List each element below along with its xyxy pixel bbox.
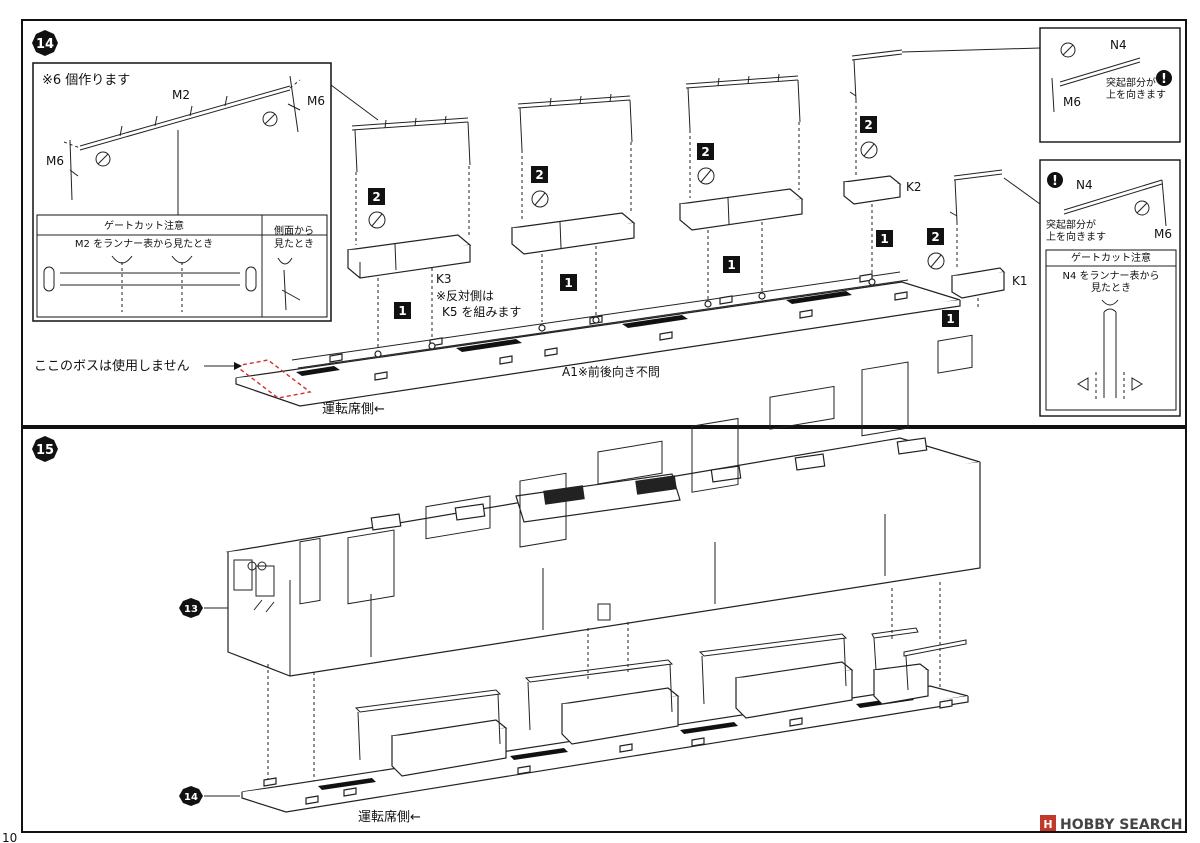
car-body	[225, 334, 981, 677]
reverse-note-1: ※反対側は	[436, 289, 494, 303]
n4-top-label: N4	[1110, 38, 1127, 52]
svg-text:1: 1	[564, 276, 572, 290]
svg-text:13: 13	[184, 604, 198, 615]
step15-badge: 15	[32, 436, 58, 462]
sub-step-1-d: 1	[876, 230, 893, 247]
step15-frame	[21, 427, 1187, 833]
label-m2: M2	[172, 88, 190, 102]
side-view-2: 見たとき	[274, 238, 314, 250]
a1-note: A1※前後向き不問	[562, 364, 660, 379]
ref-13: 13	[179, 598, 228, 618]
watermark: H HOBBY SEARCH	[1040, 815, 1182, 833]
svg-text:1: 1	[880, 232, 888, 246]
svg-text:2: 2	[535, 168, 543, 182]
reverse-note-2: K5 を組みます	[442, 305, 521, 319]
handrail-k2	[849, 47, 1041, 178]
handrail-middle	[517, 93, 633, 222]
handrail-k1	[949, 169, 1041, 268]
driver-side-14: 運転席側←	[322, 401, 385, 417]
sub-step-1-c: 1	[723, 256, 740, 273]
page-number: 10	[2, 831, 17, 843]
sub-step-1-a: 1	[394, 302, 411, 319]
seat-k2	[842, 175, 902, 280]
sub-step-1-e: 1	[942, 310, 959, 327]
svg-text:14: 14	[184, 792, 198, 803]
n4-gatecut-desc-2: 見たとき	[1091, 282, 1131, 294]
handrail-right	[685, 73, 801, 198]
svg-text:15: 15	[36, 443, 54, 458]
svg-text:H: H	[1043, 818, 1052, 831]
label-m6-right: M6	[307, 94, 325, 108]
svg-text:14: 14	[36, 37, 54, 52]
floor-a1	[235, 271, 961, 407]
boss-note: ここのボスは使用しません	[34, 358, 190, 374]
svg-text:2: 2	[372, 190, 380, 204]
svg-text:2: 2	[864, 118, 872, 132]
sub-step-2-a: 2	[368, 188, 386, 229]
svg-text:1: 1	[946, 312, 954, 326]
side-view-1: 側面から	[274, 224, 314, 237]
n4-bottom-protrusion-2: 上を向きます	[1046, 230, 1106, 243]
inset-n4-bottom: ! N4 M6 突起部分が 上を向きます ゲートカット注意 N4 をランナー表か…	[1039, 159, 1181, 417]
svg-text:2: 2	[931, 230, 939, 244]
label-k1: K1	[1012, 274, 1028, 288]
inset-n4-top: N4 M6 突起部分が 上を向きます !	[1039, 27, 1181, 143]
n4-bottom-m6: M6	[1154, 227, 1172, 241]
n4-top-protrusion-2: 上を向きます	[1106, 88, 1166, 101]
sub-step-1-b: 1	[560, 274, 577, 291]
unused-boss-highlight	[234, 359, 312, 399]
svg-text:HOBBY SEARCH: HOBBY SEARCH	[1060, 817, 1182, 833]
gatecut-desc: M2 をランナー表から見たとき	[75, 237, 213, 250]
label-m6-left: M6	[46, 154, 64, 168]
sub-step-2-b: 2	[531, 166, 549, 208]
sub-step-2-c: 2	[697, 143, 715, 185]
gatecut-title: ゲートカット注意	[104, 219, 184, 232]
sub-step-2-d: 2	[860, 116, 878, 159]
n4-bottom-label: N4	[1076, 178, 1093, 192]
seat-right	[678, 188, 804, 300]
step14-badge: 14	[32, 30, 58, 56]
n4-top-protrusion-1: 突起部分が	[1106, 76, 1156, 89]
label-k2: K2	[906, 180, 922, 194]
svg-text:1: 1	[398, 304, 406, 318]
floor-assembled	[241, 627, 969, 813]
driver-side-15: 運転席側←	[358, 809, 421, 825]
seat-k1	[950, 267, 1006, 310]
inset-m2-handrail: ※6 個作ります M2 M6 M6 ゲートカット注意 M2 をランナー表から見た…	[32, 62, 332, 322]
step14-frame	[21, 19, 1187, 427]
ref-14: 14	[179, 786, 240, 806]
n4-gatecut-title: ゲートカット注意	[1071, 251, 1151, 264]
svg-text:!: !	[1161, 72, 1167, 87]
svg-text:1: 1	[727, 258, 735, 272]
n4-top-m6: M6	[1063, 95, 1081, 109]
seat-middle	[510, 212, 636, 322]
sub-step-2-e: 2	[927, 228, 945, 270]
handrail-k3	[351, 115, 471, 245]
svg-text:!: !	[1052, 174, 1058, 189]
label-k3: K3	[436, 272, 452, 286]
svg-text:2: 2	[701, 145, 709, 159]
seat-k3	[346, 234, 472, 350]
n4-gatecut-desc-1: N4 をランナー表から	[1062, 269, 1159, 282]
n4-bottom-protrusion-1: 突起部分が	[1046, 218, 1096, 231]
note-make-six: ※6 個作ります	[42, 73, 130, 88]
